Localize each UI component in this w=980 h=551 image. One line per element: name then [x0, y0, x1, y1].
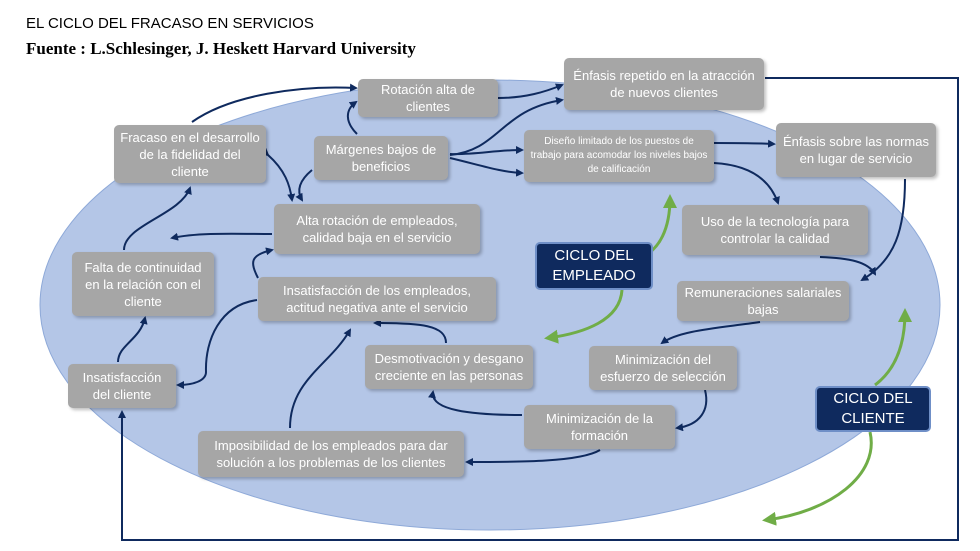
arrow-empleados-cliente — [176, 299, 258, 389]
label-ciclo-cliente: CICLO DEL CLIENTE — [815, 386, 931, 432]
box-insatisfaccion-empleados: Insatisfacción de los empleados, actitud… — [258, 277, 496, 321]
arrow-seleccion-formacion — [675, 389, 708, 432]
box-minimizacion-formacion: Minimización de la formación — [524, 405, 675, 449]
outer-cycle-arrow — [118, 77, 959, 541]
arrow-margenes-diseno-upper — [449, 146, 524, 156]
arrow-fracaso-altarotacion — [260, 148, 296, 202]
box-insatisfaccion-cliente: Insatisfacción del cliente — [68, 364, 176, 408]
box-enfasis-nuevos-clientes: Énfasis repetido en la atracción de nuev… — [564, 58, 764, 110]
arrow-margenes-rotacion — [346, 100, 358, 135]
box-falta-continuidad: Falta de continuidad en la relación con … — [72, 252, 214, 316]
arrow-imposibilidad-insatisfaccion — [289, 328, 351, 429]
client-cycle-arrow-down — [762, 431, 873, 526]
arrow-fracaso-rotacion — [191, 83, 358, 123]
arrow-diseno-normas — [713, 139, 776, 148]
box-minimizacion-seleccion: Minimización del esfuerzo de selección — [589, 346, 737, 390]
client-cycle-arrow-up — [874, 308, 912, 387]
box-rotacion-clientes: Rotación alta de clientes — [358, 79, 498, 117]
box-fracaso-fidelidad: Fracaso en el desarrollo de la fidelidad… — [114, 125, 266, 183]
arrow-formacion-imposibilidad — [465, 449, 601, 466]
diagram-source: Fuente : L.Schlesinger, J. Heskett Harva… — [26, 39, 416, 58]
arrow-remuneraciones-seleccion — [660, 321, 761, 345]
arrow-margenes-altarotacion — [295, 169, 313, 202]
arrow-insatisfaccion-altarotacion — [252, 247, 274, 279]
label-ciclo-empleado: CICLO DEL EMPLEADO — [535, 242, 653, 290]
diagram-title: EL CICLO DEL FRACASO EN SERVICIOS — [26, 15, 314, 32]
box-alta-rotacion-empleados: Alta rotación de empleados, calidad baja… — [274, 204, 480, 254]
arrow-diseno-tecnologia — [713, 162, 780, 205]
box-imposibilidad-empleados: Imposibilidad de los empleados para dar … — [198, 431, 464, 477]
arrow-desmotivacion-insatisfaccion — [373, 319, 447, 344]
arrow-altarotacion-falta — [170, 232, 273, 241]
box-enfasis-normas: Énfasis sobre las normas en lugar de ser… — [776, 123, 936, 177]
arrow-tecnologia-remuneraciones — [819, 256, 877, 276]
box-desmotivacion: Desmotivación y desgano creciente en las… — [365, 345, 533, 389]
arrow-formacion-desmotivacion — [428, 390, 523, 416]
arrow-rotacion-enfasis — [497, 83, 564, 99]
arrow-margenes-enfasis — [449, 97, 564, 156]
employee-cycle-arrow-down — [544, 289, 624, 344]
box-uso-tecnologia: Uso de la tecnología para controlar la c… — [682, 205, 868, 255]
arrow-margenes-diseno — [449, 157, 524, 177]
box-margenes-beneficios: Márgenes bajos de beneficios — [314, 136, 448, 180]
box-remuneraciones-bajas: Remuneraciones salariales bajas — [677, 281, 849, 321]
arrow-falta-fracaso — [123, 186, 192, 251]
box-diseno-puestos: Diseño limitado de los puestos de trabaj… — [524, 130, 714, 182]
arrow-cliente-falta — [117, 316, 148, 363]
